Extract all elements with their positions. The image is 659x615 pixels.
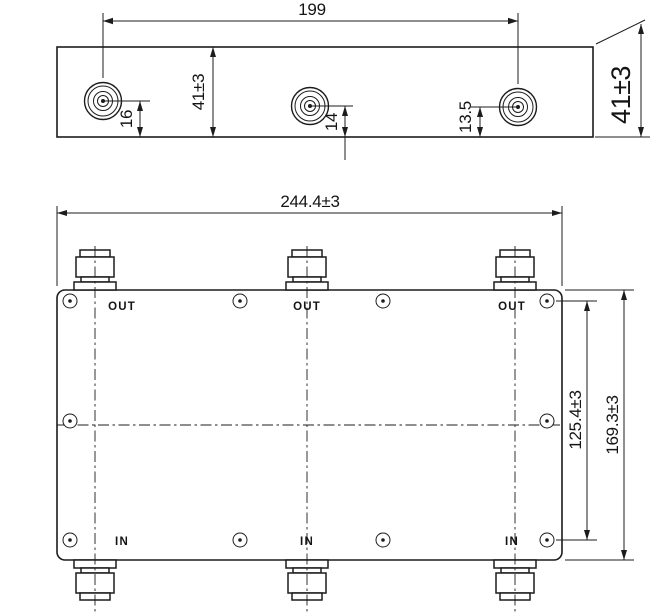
dimension-end-height-value: 41±3 (606, 66, 636, 124)
dimension-end-height: 41±3 (595, 19, 650, 138)
screw-bottom-2 (232, 532, 248, 548)
arrowhead (638, 127, 644, 137)
dimension-mount-hole-span-value: 125.4±3 (566, 390, 585, 449)
arrowhead (103, 17, 113, 25)
side-view-body-outline (56, 46, 594, 138)
arrowhead (57, 210, 67, 216)
dimension-mount-hole-span: 125.4±3 (556, 300, 597, 541)
ext-line (595, 19, 646, 45)
screw-mid-1 (62, 413, 78, 429)
arrowhead (477, 107, 483, 117)
arrowhead (584, 301, 590, 311)
screw-center (545, 538, 549, 542)
dimension-port3-offset: 13.5 (456, 101, 518, 137)
arrowhead (342, 127, 348, 137)
dimension-port-span-value: 199 (298, 0, 325, 19)
port-label-in-2: IN (300, 536, 314, 548)
dimension-body-height: 41±3 (189, 47, 216, 137)
arrowhead (508, 17, 518, 25)
arrowhead (621, 290, 627, 300)
arrowhead (137, 101, 143, 111)
arrowhead (210, 127, 216, 137)
screw-bottom-4 (539, 532, 555, 548)
dimension-port1-offset-value: 16 (117, 110, 136, 128)
arrowhead (137, 127, 143, 137)
arrowhead (477, 127, 483, 137)
arrowhead (584, 530, 590, 540)
dimension-overall-width: 244.4±3 (56, 192, 563, 286)
screw-top-3 (375, 293, 391, 309)
screw-center (68, 538, 72, 542)
dimension-overall-depth-value: 169.3±3 (603, 395, 622, 454)
port-label-in-3: IN (505, 536, 519, 548)
screw-bottom-1 (62, 532, 78, 548)
dimension-overall-depth: 169.3±3 (565, 289, 634, 561)
screw-top-4 (539, 293, 555, 309)
screw-bottom-3 (375, 532, 391, 548)
screw-center (545, 419, 549, 423)
plan-view: OUT OUT OUT IN IN IN 244.4±3 125.4±3 (56, 192, 634, 614)
dimension-port3-offset-value: 13.5 (456, 101, 475, 133)
port-label-out-1: OUT (108, 301, 136, 313)
arrowhead (342, 106, 348, 116)
side-view: 199 41±3 16 14 (56, 0, 650, 160)
screw-mid-2 (539, 413, 555, 429)
screw-center (238, 538, 242, 542)
port-label-in-1: IN (115, 536, 129, 548)
screw-center (381, 538, 385, 542)
screw-top-2 (232, 293, 248, 309)
screw-center (238, 299, 242, 303)
dimension-port1-offset: 16 (103, 100, 150, 137)
dimension-port2-offset: 14 (310, 105, 353, 160)
dimension-port2-offset-value: 14 (322, 113, 341, 131)
arrowhead (638, 24, 644, 34)
arrowhead (621, 550, 627, 560)
port-label-out-2: OUT (293, 301, 321, 313)
screw-center (381, 299, 385, 303)
port-label-out-3: OUT (498, 301, 526, 313)
arrowhead (210, 47, 216, 57)
screw-center (68, 299, 72, 303)
screw-center (68, 419, 72, 423)
dimension-port-span: 199 (102, 0, 519, 84)
arrowhead (552, 210, 562, 216)
dimension-body-height-value: 41±3 (189, 74, 208, 111)
screw-center (545, 299, 549, 303)
screw-top-1 (62, 293, 78, 309)
dimension-overall-width-value: 244.4±3 (280, 192, 339, 211)
